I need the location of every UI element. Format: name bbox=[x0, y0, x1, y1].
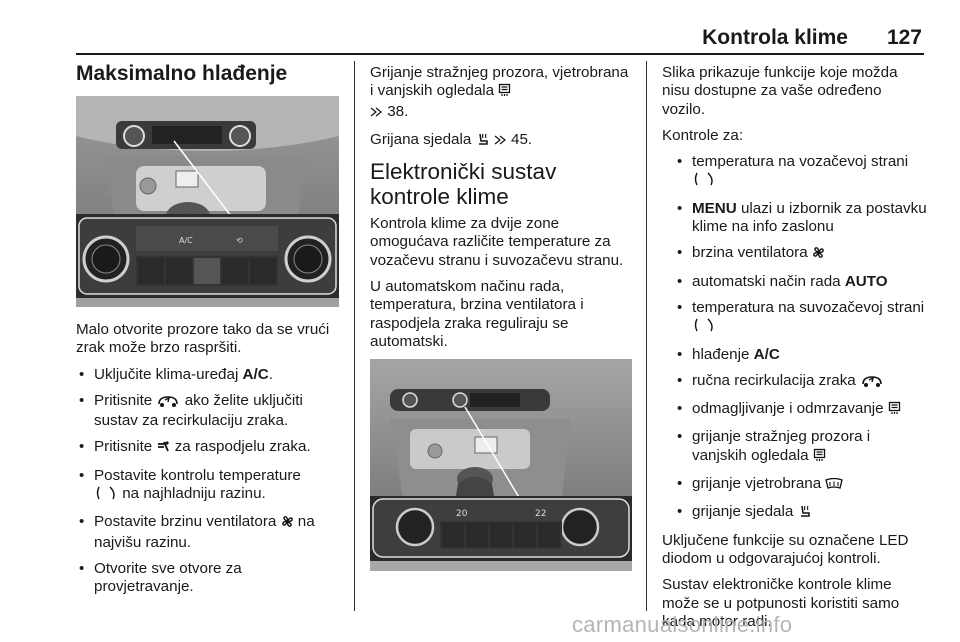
page-number: 127 bbox=[886, 26, 922, 49]
intro-text: Malo otvorite prozore tako da se vrući z… bbox=[76, 321, 330, 357]
controls-list: temperatura na vozačevoj strani MENU ula… bbox=[662, 153, 928, 523]
column-separator-1 bbox=[354, 61, 355, 611]
svg-text:A/C: A/C bbox=[179, 236, 193, 245]
column-3: Slika prikazuje funkcije koje možda nisu… bbox=[662, 64, 928, 639]
list-item: odmagljivanje i odmrzavanje bbox=[674, 400, 928, 420]
list-item: hlađenje A/C bbox=[674, 346, 928, 365]
reference-arrow-icon bbox=[370, 105, 383, 123]
list-item: grijanje sjedala bbox=[674, 503, 928, 523]
paragraph-controls-for: Kontrole za: bbox=[662, 126, 744, 144]
paragraph-dual-zone: Kontrola klime za dvije zone omogućava r… bbox=[370, 215, 624, 269]
heated-seat-icon bbox=[798, 504, 812, 523]
section-heading-electronic-climate: Elektronički sustav kontrole klime bbox=[370, 159, 557, 210]
fan-icon bbox=[281, 515, 294, 533]
paragraph-auto-mode: U automatskom načinu rada, temperatura, … bbox=[370, 278, 584, 350]
cooling-steps-list: Uključite klima-uređaj A/C. Pritisnite a… bbox=[76, 366, 344, 597]
list-item: Postavite brzinu ventilatora na najvišu … bbox=[76, 513, 344, 552]
photo-climate-panel-2: 20 22 bbox=[370, 359, 632, 572]
windscreen-heating-icon bbox=[825, 477, 844, 495]
defrost-icon bbox=[498, 83, 511, 102]
list-item: brzina ventilatora bbox=[674, 244, 928, 264]
reference-arrow-icon bbox=[494, 133, 507, 151]
watermark: carmanualsonline.info bbox=[572, 612, 793, 637]
svg-text:20: 20 bbox=[456, 509, 468, 519]
heated-seat-icon bbox=[476, 132, 490, 151]
column-1: Maksimalno hlađenje bbox=[76, 62, 344, 605]
paragraph-functions-note: Slika prikazuje funkcije koje možda nisu… bbox=[662, 64, 898, 118]
list-item: Pritisnite ako želite uključiti sustav z… bbox=[76, 392, 344, 431]
page-header-title: Kontrola klime bbox=[702, 26, 848, 49]
paragraph-heated-seats: Grijana sjedala 45. bbox=[370, 131, 635, 151]
temperature-knob-icon bbox=[692, 172, 716, 191]
svg-text:22: 22 bbox=[535, 509, 546, 519]
temperature-knob-icon bbox=[692, 318, 716, 337]
list-item: Pritisnite za raspodjelu zraka. bbox=[76, 438, 344, 458]
list-item: temperatura na vozačevoj strani bbox=[674, 153, 928, 192]
temperature-knob-icon bbox=[82, 235, 130, 283]
svg-text:⟲: ⟲ bbox=[236, 236, 243, 245]
defrost-icon bbox=[888, 401, 901, 420]
list-item: automatski način rada AUTO bbox=[674, 273, 928, 292]
recirculation-icon bbox=[860, 374, 884, 392]
list-item: Postavite kontrolu temperature na najhla… bbox=[76, 467, 344, 506]
column-separator-2 bbox=[646, 61, 647, 611]
list-item: grijanje vjetrobrana bbox=[674, 475, 928, 495]
recirculation-icon bbox=[156, 394, 180, 412]
list-item: temperatura na suvozačevoj strani bbox=[674, 299, 928, 338]
defrost-icon bbox=[813, 448, 826, 467]
header-rule bbox=[76, 53, 924, 55]
list-item: Uključite klima-uređaj A/C. bbox=[76, 366, 344, 385]
list-item: Otvorite sve otvore za provjetravanje. bbox=[76, 560, 344, 597]
temperature-knob-icon bbox=[94, 486, 118, 505]
list-item: ručna recirkulacija zraka bbox=[674, 372, 928, 392]
column-2: Grijanje stražnjeg prozora, vjetrobrana … bbox=[370, 64, 635, 572]
paragraph-engine-note: Sustav elektroničke kontrole klime može … bbox=[662, 576, 900, 630]
photo-climate-panel-1: A/C ⟲ bbox=[76, 96, 339, 307]
paragraph-led-note: Uključene funkcije su označene LED diodo… bbox=[662, 531, 909, 567]
air-distribution-icon bbox=[156, 440, 170, 458]
section-heading-max-cooling: Maksimalno hlađenje bbox=[76, 62, 288, 85]
paragraph-rear-window-heating: Grijanje stražnjeg prozora, vjetrobrana … bbox=[370, 64, 635, 123]
list-item: grijanje stražnjeg prozora i vanjskih og… bbox=[674, 428, 928, 467]
list-item: MENU ulazi u izbornik za postavku klime … bbox=[674, 200, 928, 237]
fan-icon bbox=[812, 246, 825, 264]
